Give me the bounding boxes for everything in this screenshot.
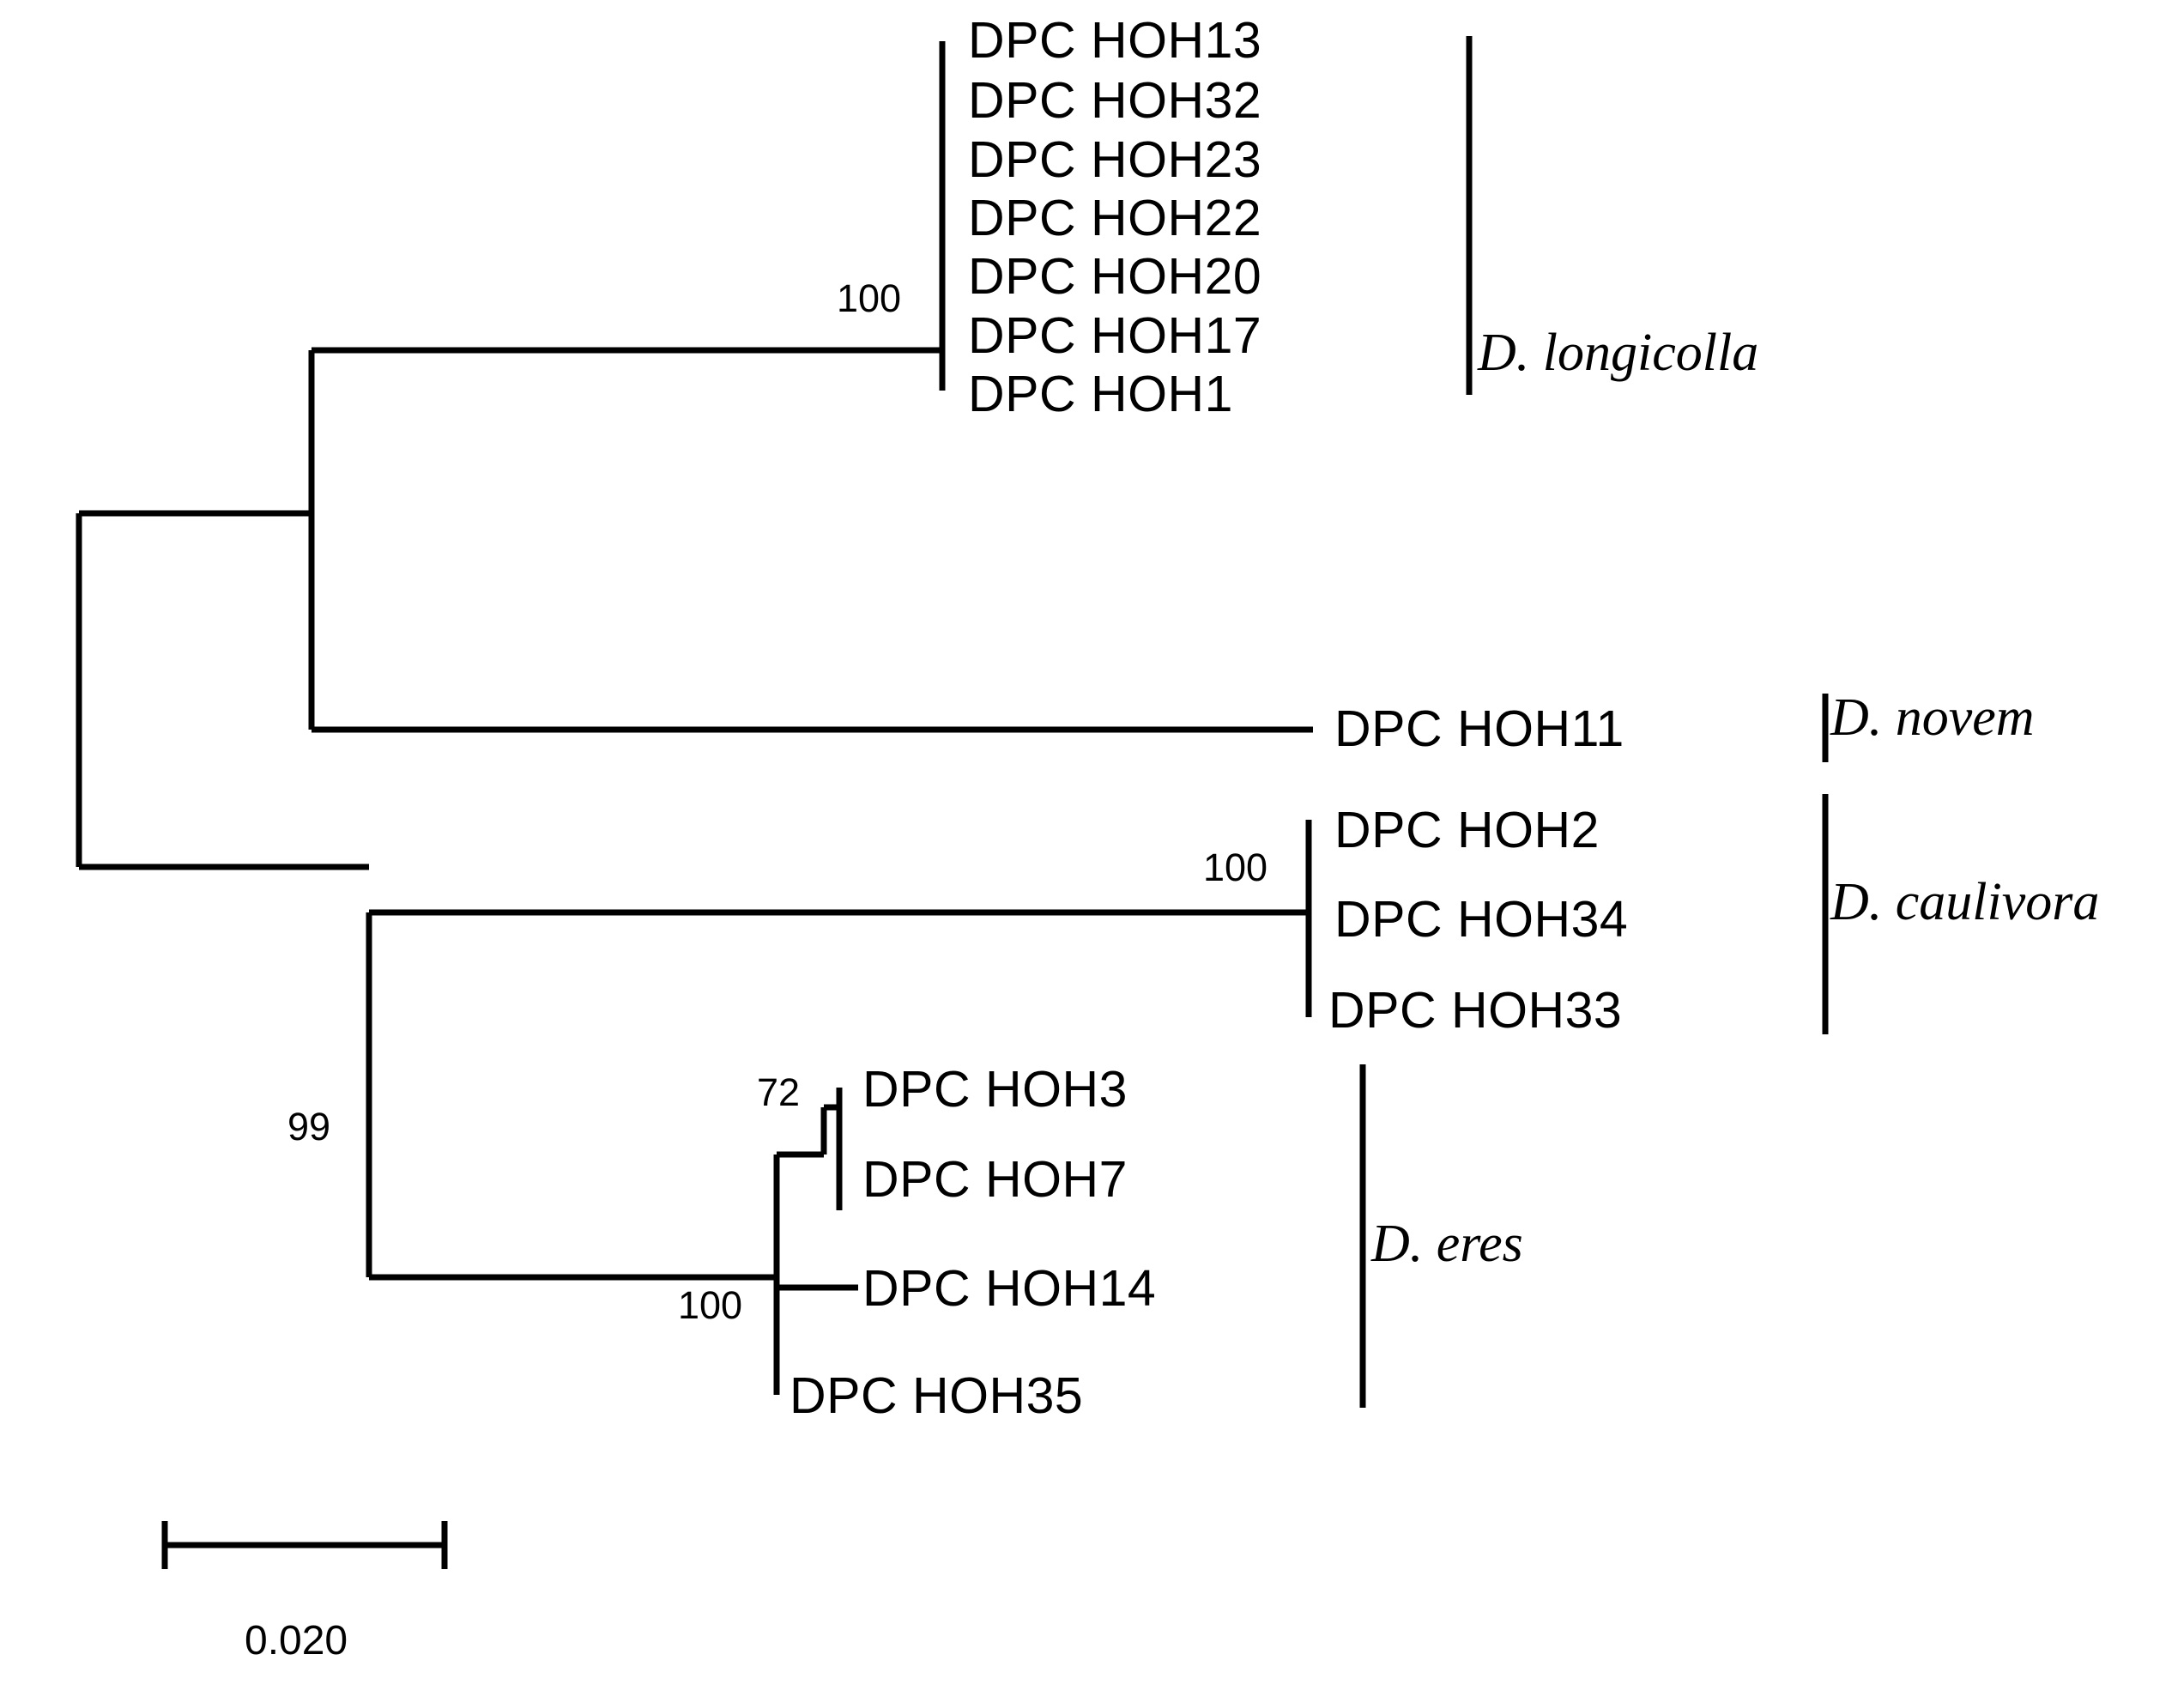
- taxon-label[interactable]: DPC HOH17: [968, 307, 1262, 364]
- taxon-label[interactable]: DPC HOH35: [790, 1367, 1084, 1424]
- bootstrap-value: 100: [837, 276, 902, 320]
- taxon-label[interactable]: DPC HOH3: [862, 1061, 1128, 1118]
- taxon-label[interactable]: DPC HOH33: [1328, 982, 1623, 1039]
- clade-label-caulivora: D. caulivora: [1830, 873, 2100, 931]
- taxon-label[interactable]: DPC HOH7: [862, 1151, 1128, 1208]
- taxon-label[interactable]: DPC HOH20: [968, 248, 1262, 305]
- bootstrap-value: 100: [1203, 845, 1268, 889]
- clade-label-longicolla: D. longicolla: [1478, 324, 1759, 382]
- taxon-label[interactable]: DPC HOH22: [968, 190, 1262, 246]
- taxon-label[interactable]: DPC HOH11: [1334, 700, 1624, 757]
- taxon-label[interactable]: DPC HOH23: [968, 131, 1262, 188]
- taxon-label[interactable]: DPC HOH2: [1334, 802, 1600, 858]
- taxon-label[interactable]: DPC HOH1: [968, 366, 1233, 422]
- bootstrap-value: 100: [678, 1283, 743, 1327]
- bootstrap-value: 72: [757, 1070, 801, 1114]
- scale-bar-label: 0.020: [245, 1618, 348, 1664]
- clade-label-novem: D. novem: [1830, 688, 2035, 747]
- taxon-label[interactable]: DPC HOH14: [862, 1260, 1157, 1317]
- bootstrap-value: 99: [287, 1105, 331, 1148]
- taxon-label[interactable]: DPC HOH13: [968, 12, 1262, 69]
- clade-label-eres: D. eres: [1371, 1215, 1523, 1273]
- taxon-label[interactable]: DPC HOH34: [1334, 891, 1629, 948]
- taxon-label[interactable]: DPC HOH32: [968, 72, 1262, 129]
